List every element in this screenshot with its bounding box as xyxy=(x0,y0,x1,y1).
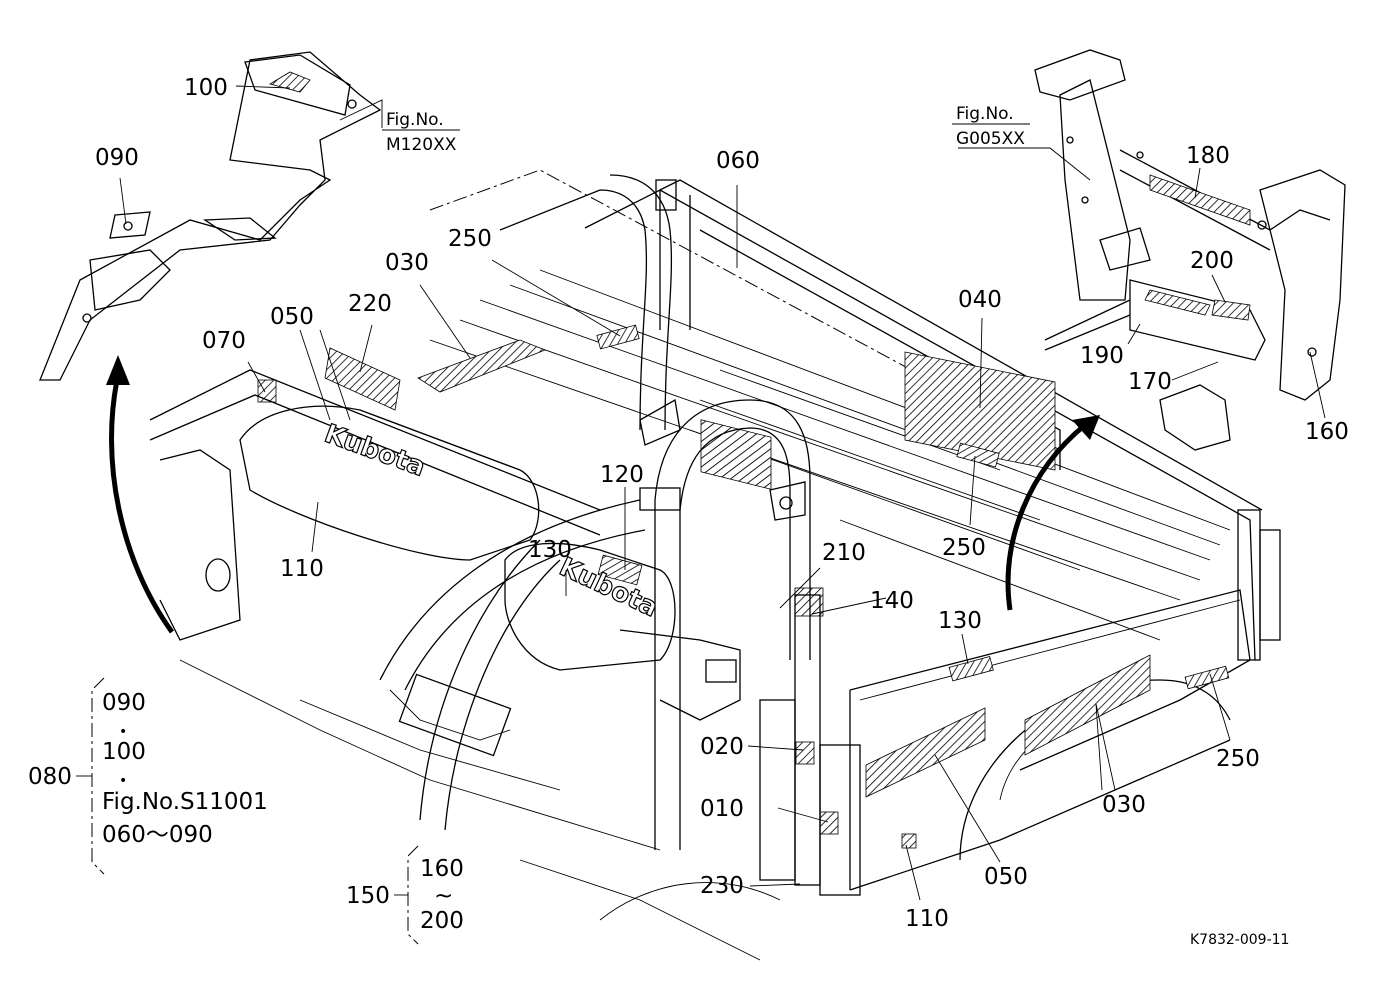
callout-220: 220 xyxy=(348,291,392,317)
callout-010: 010 xyxy=(700,796,744,822)
callout-170: 170 xyxy=(1128,369,1172,395)
callout-180: 180 xyxy=(1186,143,1230,169)
callout-120: 120 xyxy=(600,462,644,488)
frame-bracket xyxy=(1034,49,1346,451)
figure-references: Fig.No. M120XX Fig.No. G005XX xyxy=(382,104,1030,155)
callout-130-left: 130 xyxy=(528,537,572,563)
seats: Kubota Kubota xyxy=(159,405,781,961)
callout-020: 020 xyxy=(700,734,744,760)
callout-210: 210 xyxy=(822,540,866,566)
group-080-range: 060～090 xyxy=(102,822,213,848)
callout-030-bottom: 030 xyxy=(1102,792,1146,818)
callout-200: 200 xyxy=(1190,248,1234,274)
callout-090: 090 xyxy=(95,145,139,171)
fig-ref-m120-line1: Fig.No. xyxy=(386,110,444,130)
callout-160: 160 xyxy=(1305,419,1349,445)
callout-110-left: 110 xyxy=(280,556,324,582)
group-080-dot-2: • xyxy=(119,773,127,789)
group-150-to: 200 xyxy=(420,908,464,934)
callout-250-top: 250 xyxy=(448,226,492,252)
callout-100: 100 xyxy=(184,75,228,101)
callout-labels: 100 090 060 250 030 220 050 070 110 120 … xyxy=(95,75,1349,932)
callout-070: 070 xyxy=(202,328,246,354)
callout-050-top: 050 xyxy=(270,304,314,330)
group-080-item-100: 100 xyxy=(102,739,146,765)
leader-lines xyxy=(119,85,1326,901)
callout-110-bottom: 110 xyxy=(905,906,949,932)
callout-050-bottom: 050 xyxy=(984,864,1028,890)
assembly-arrows xyxy=(106,355,1100,634)
callout-140: 140 xyxy=(870,588,914,614)
group-080-fig-ref: Fig.No.S11001 xyxy=(102,789,268,815)
callout-130-right: 130 xyxy=(938,608,982,634)
drawing-id: K7832-009-11 xyxy=(1190,932,1289,948)
cargo-bed xyxy=(257,169,1281,891)
group-080-dot-1: • xyxy=(119,724,127,740)
group-150-tilde: ~ xyxy=(434,883,453,909)
group-150: 150 160 ~ 200 xyxy=(346,845,464,945)
fig-ref-g005-line1: Fig.No. xyxy=(956,104,1014,124)
rops-frame xyxy=(149,174,861,896)
callout-250-right: 250 xyxy=(1216,746,1260,772)
fig-ref-g005-line2: G005XX xyxy=(956,129,1025,149)
group-080-item-090: 090 xyxy=(102,690,146,716)
callout-230: 230 xyxy=(700,873,744,899)
group-080-label: 080 xyxy=(28,764,72,790)
fig-ref-m120-line2: M120XX xyxy=(386,135,457,155)
callout-030-top: 030 xyxy=(385,250,429,276)
callout-250-mid: 250 xyxy=(942,535,986,561)
group-080: 080 090 • 100 • Fig.No.S11001 060～090 xyxy=(28,677,268,875)
callout-060: 060 xyxy=(716,148,760,174)
group-150-from: 160 xyxy=(420,856,464,882)
cover-panel xyxy=(39,51,382,381)
callout-190: 190 xyxy=(1080,343,1124,369)
kubota-logo-left: Kubota xyxy=(320,419,429,483)
group-150-label: 150 xyxy=(346,883,390,909)
callout-040: 040 xyxy=(958,287,1002,313)
